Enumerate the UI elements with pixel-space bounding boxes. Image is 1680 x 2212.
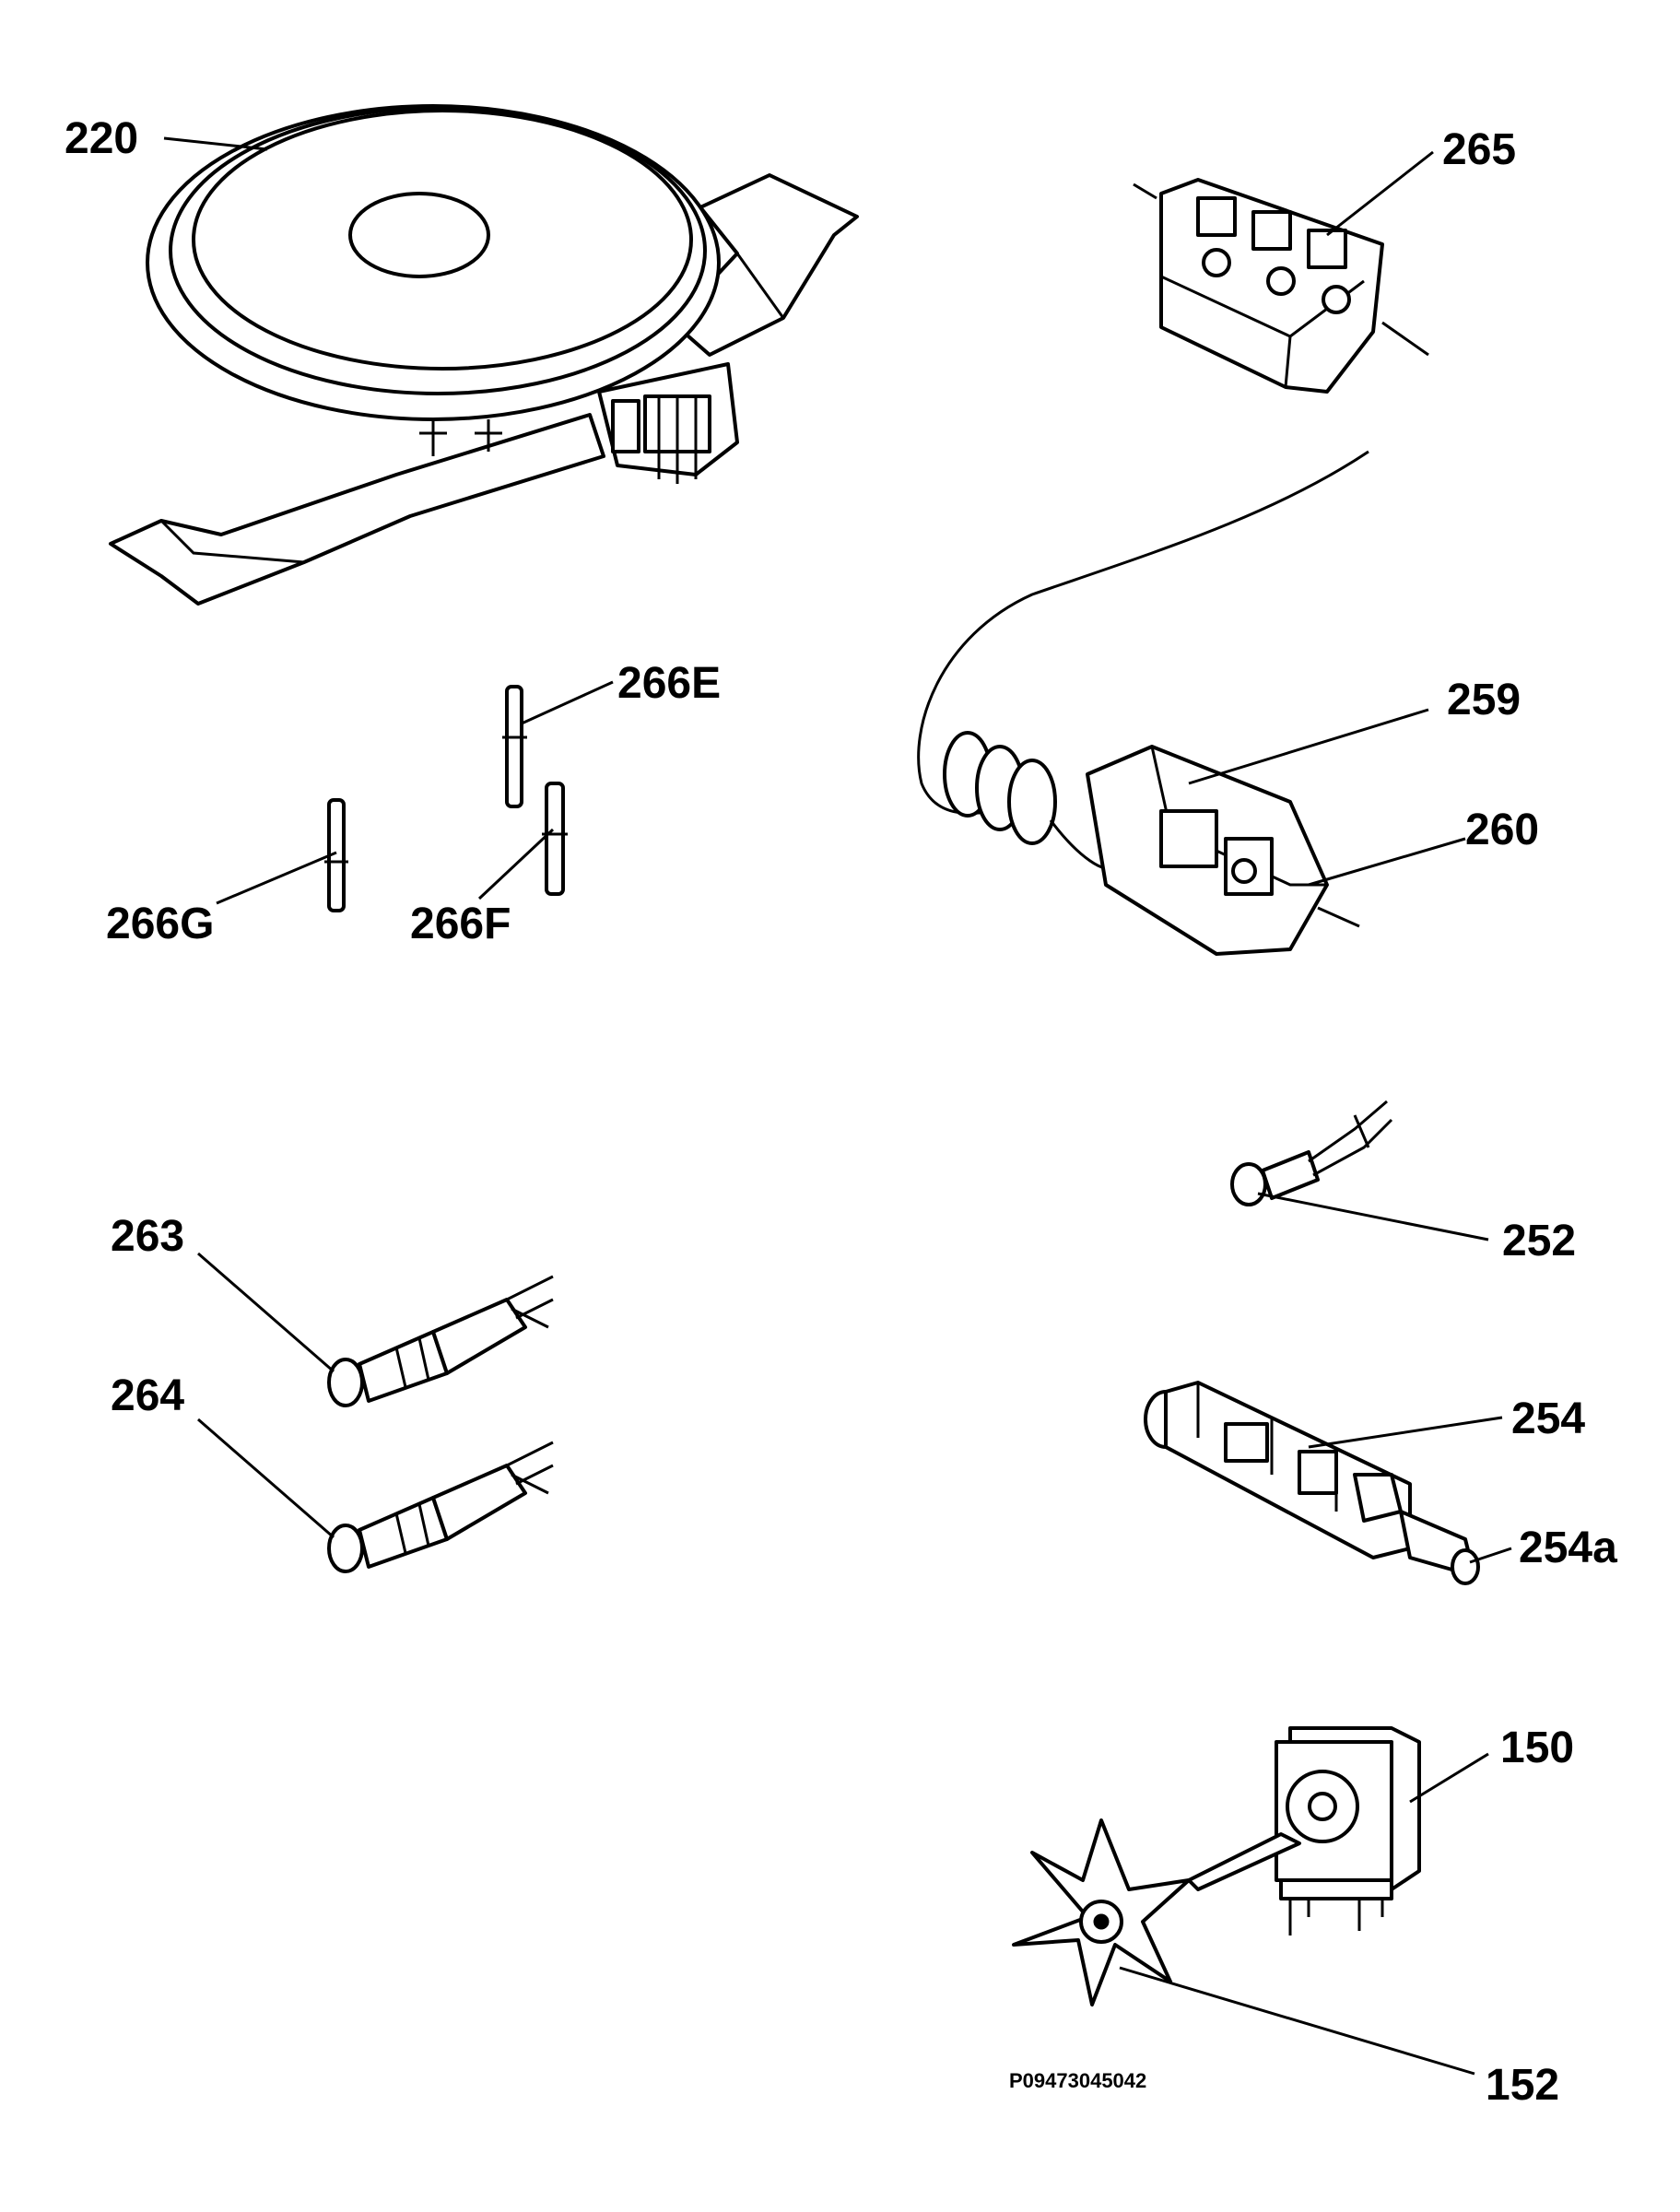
leader-259 bbox=[1188, 708, 1429, 785]
label-264: 264 bbox=[111, 1371, 184, 1420]
leader-263 bbox=[197, 1252, 335, 1373]
leader-252 bbox=[1257, 1192, 1489, 1241]
label-266G: 266G bbox=[106, 900, 214, 948]
leader-254 bbox=[1308, 1416, 1503, 1449]
leader-264 bbox=[197, 1418, 335, 1539]
label-150: 150 bbox=[1500, 1724, 1574, 1772]
leader-265 bbox=[1326, 150, 1434, 237]
label-266F: 266F bbox=[410, 900, 511, 948]
label-254a: 254a bbox=[1519, 1524, 1617, 1572]
label-152: 152 bbox=[1486, 2061, 1559, 2110]
part-252-connector bbox=[1230, 1100, 1393, 1206]
label-266E: 266E bbox=[617, 659, 721, 708]
label-263: 263 bbox=[111, 1212, 184, 1261]
label-220: 220 bbox=[65, 114, 138, 163]
part-254a-lamp-socket bbox=[1399, 1510, 1480, 1585]
label-260: 260 bbox=[1465, 806, 1539, 854]
leader-260 bbox=[1308, 837, 1466, 887]
label-254: 254 bbox=[1511, 1394, 1585, 1443]
part-220-hotplate bbox=[109, 104, 859, 606]
leader-220 bbox=[163, 136, 268, 151]
label-252: 252 bbox=[1502, 1217, 1576, 1265]
leader-266F bbox=[477, 828, 555, 900]
leader-266E bbox=[521, 680, 614, 725]
part-264-connector bbox=[327, 1441, 554, 1573]
part-266F-pin bbox=[542, 782, 568, 896]
leader-254a bbox=[1469, 1547, 1512, 1564]
part-152-fan-blade bbox=[1012, 1818, 1191, 2006]
part-263-connector bbox=[327, 1275, 554, 1407]
label-265: 265 bbox=[1442, 125, 1516, 174]
drawing-number: P09473045042 bbox=[1009, 2069, 1146, 2092]
part-150-fan-motor bbox=[1187, 1726, 1421, 1936]
part-254-lamp-holder bbox=[1144, 1381, 1412, 1559]
leader-266G bbox=[216, 851, 337, 905]
part-266E-pin bbox=[502, 685, 527, 808]
leader-152 bbox=[1119, 1966, 1475, 2076]
label-259: 259 bbox=[1447, 676, 1521, 724]
part-265-terminal-block bbox=[1133, 178, 1429, 394]
leader-150 bbox=[1409, 1752, 1489, 1804]
part-259-260-thermostat bbox=[917, 450, 1369, 956]
